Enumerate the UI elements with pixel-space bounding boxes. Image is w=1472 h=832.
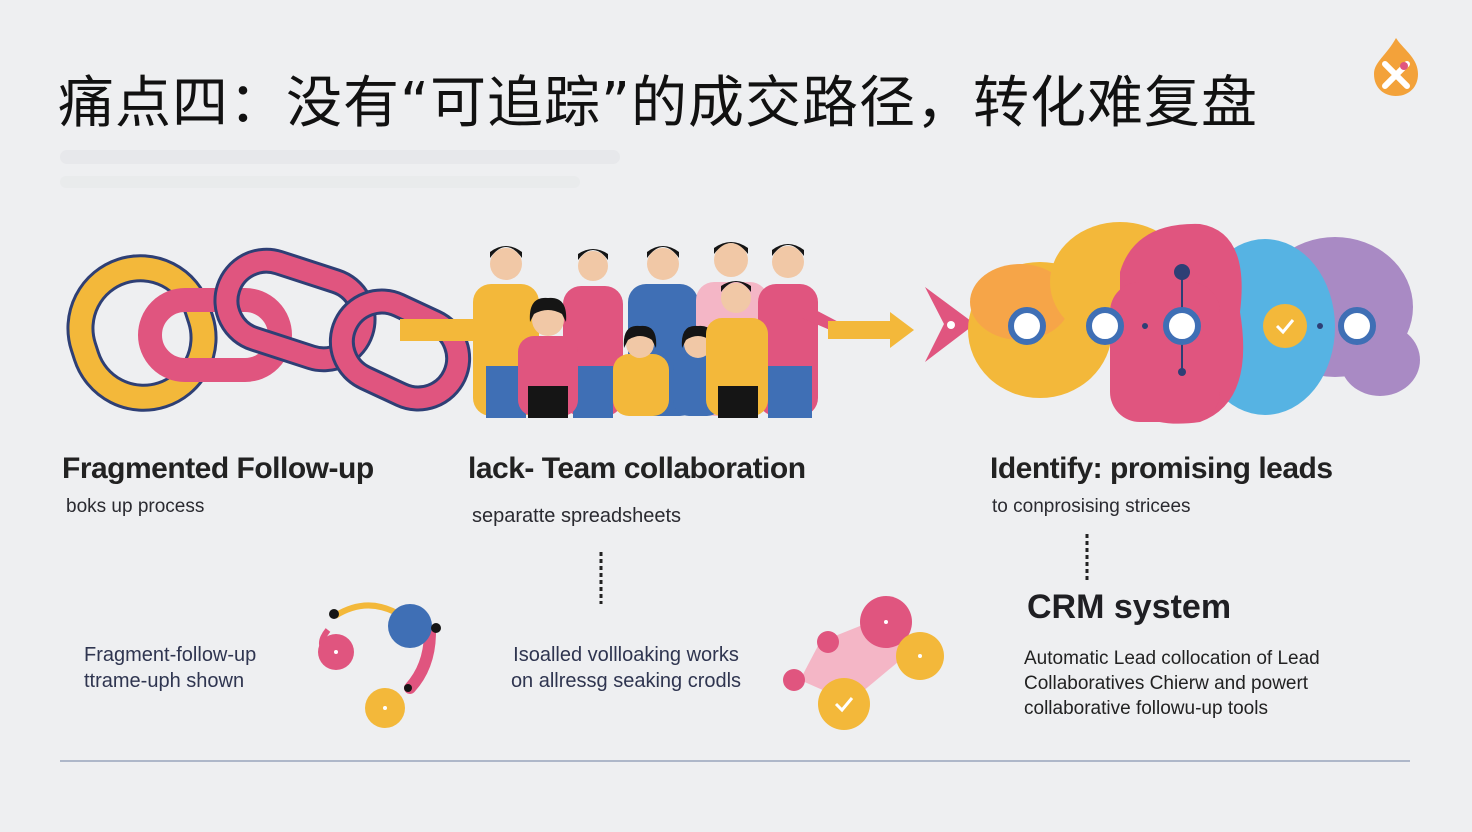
caption-line: Isoalled vollloaking works xyxy=(513,644,739,666)
dotted-connector-icon xyxy=(1085,534,1089,580)
team-group-icon xyxy=(473,242,850,418)
caption-right: Automatic Lead collocation of Lead Colla… xyxy=(1024,646,1320,721)
flame-logo-icon xyxy=(1374,38,1418,96)
subtitle-placeholder-2 xyxy=(60,176,580,188)
bottom-divider xyxy=(60,760,1410,762)
dotted-connector-icon xyxy=(599,552,603,604)
caption-line: Automatic Lead collocation of Lead xyxy=(1024,648,1320,669)
section-heading-leads: Identify: promising leads xyxy=(990,452,1333,485)
connector-arrow-icon xyxy=(828,312,914,348)
caption-line: Fragment-follow-up xyxy=(84,644,257,666)
caption-left: Fragment-follow-up ttrame-uph shown xyxy=(84,642,256,694)
broken-network-icon xyxy=(318,602,441,728)
subtitle-placeholder xyxy=(60,150,620,164)
crm-system-title: CRM system xyxy=(1027,588,1232,626)
section-heading-collaboration: lack- Team collaboration xyxy=(468,452,806,485)
section-subtext-collaboration: separatte spreadsheets xyxy=(472,505,682,527)
page-title: 痛点四：没有“可追踪”的成交路径，转化难复盘 xyxy=(58,71,1259,136)
caption-line: Collaboratives Chierw and powert xyxy=(1024,673,1309,694)
section-subtext-leads: to conprosising stricees xyxy=(992,496,1191,517)
caption-line: ttrame-uph shown xyxy=(84,670,245,692)
section-heading-follow-up: Fragmented Follow-up xyxy=(62,452,374,485)
section-subtext-follow-up: boks up process xyxy=(66,496,205,517)
caption-line: on allressg seaking crodls xyxy=(510,670,742,692)
caption-line: collaborative followu-up tools xyxy=(1024,698,1268,719)
connector-arrow-icon xyxy=(400,319,480,341)
caption-middle: Isoalled vollloaking works on allressg s… xyxy=(481,642,771,694)
collaboration-network-icon xyxy=(783,596,944,730)
crm-pipeline-icon xyxy=(925,222,1420,424)
broken-chain-icon xyxy=(66,247,472,412)
